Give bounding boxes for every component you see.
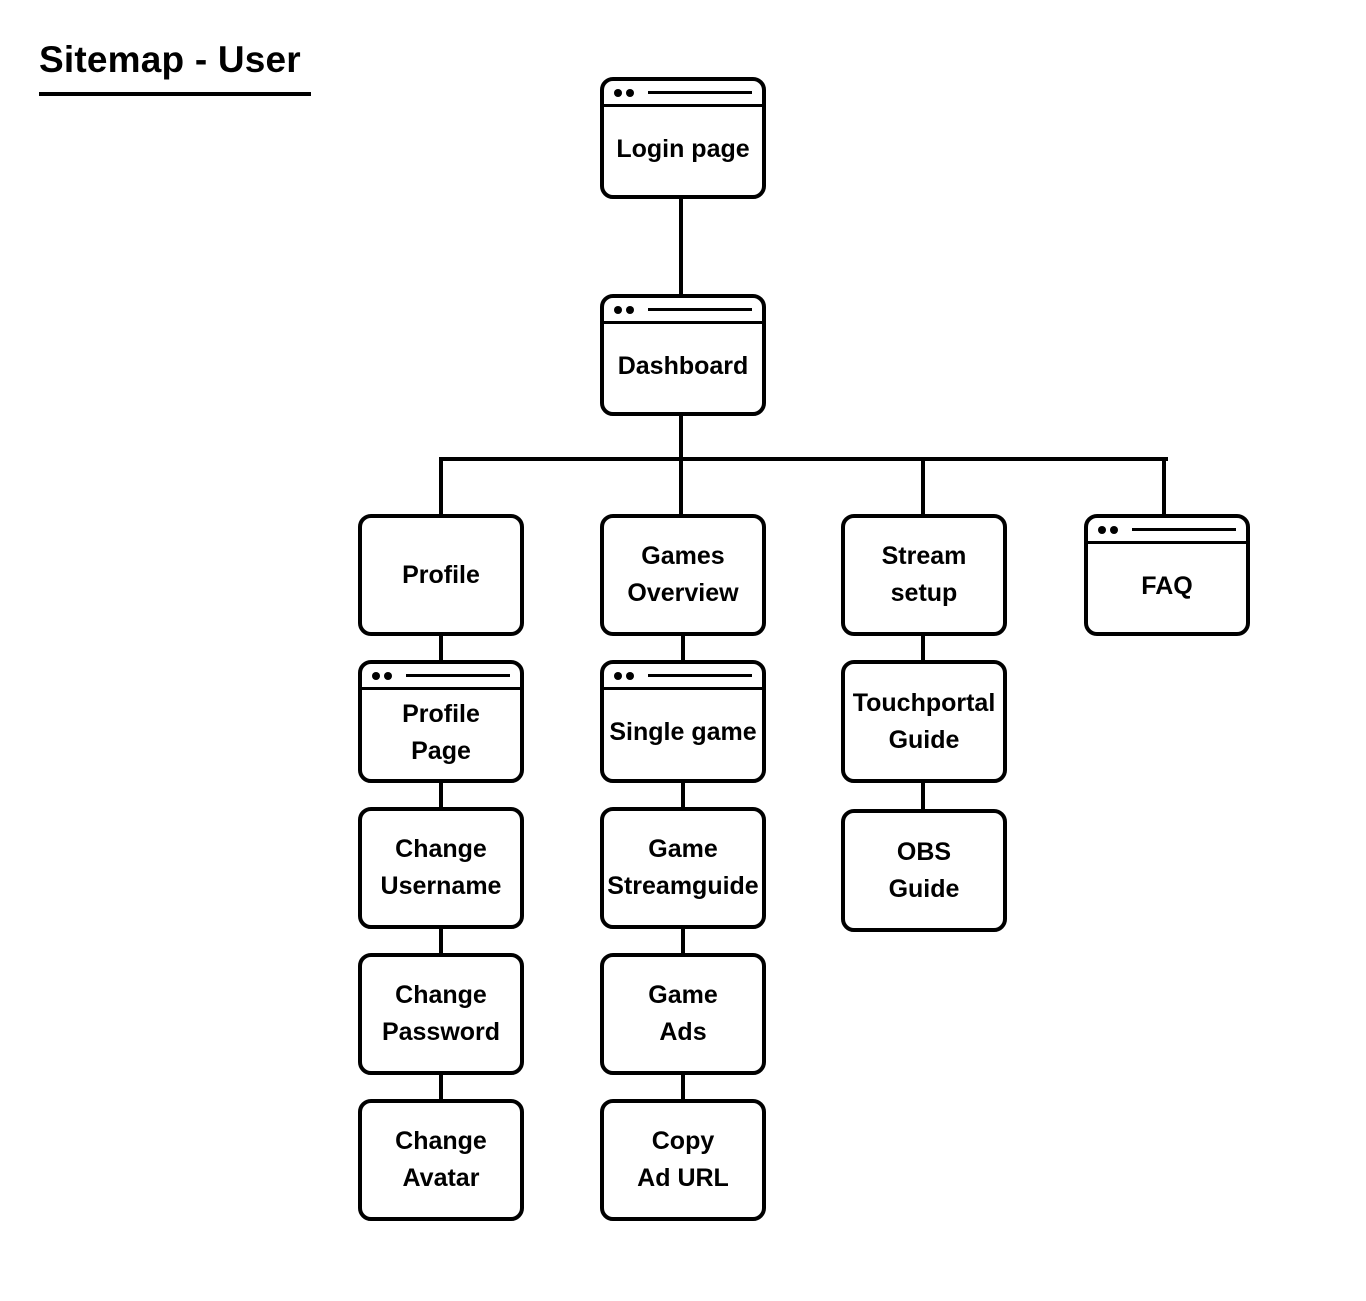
node-label: Profile: [402, 560, 480, 589]
browser-bar: [604, 298, 762, 324]
window-dot-icon: [1098, 526, 1106, 534]
page-title: Sitemap - User: [39, 39, 301, 80]
connector-profile-profile-page: [439, 633, 443, 663]
node-label: Login page: [616, 134, 750, 163]
browser-bar: [362, 664, 520, 690]
address-bar-line: [648, 674, 752, 677]
connector-change-password-change-avatar: [439, 1072, 443, 1102]
window-dot-icon: [614, 306, 622, 314]
connector-profile-page-change-username: [439, 780, 443, 810]
node-login-page: Login page: [600, 77, 766, 199]
window-dot-icon: [626, 672, 634, 680]
connector-stream-setup-touchportal-guide: [921, 633, 925, 663]
connector-touchportal-guide-obs-guide: [921, 780, 925, 812]
window-dot-icon: [614, 89, 622, 97]
node-single-game: Single game: [600, 660, 766, 783]
address-bar-line: [648, 308, 752, 311]
window-dot-icon: [626, 89, 634, 97]
window-dot-icon: [614, 672, 622, 680]
node-label: Dashboard: [617, 351, 749, 380]
node-profile: Profile: [358, 514, 524, 636]
connector-change-username-change-password: [439, 926, 443, 956]
connector-games-overview-single-game: [681, 633, 685, 663]
browser-bar: [604, 664, 762, 690]
node-faq: FAQ: [1084, 514, 1250, 636]
connector-bus-profile: [439, 457, 443, 517]
browser-bar: [1088, 518, 1246, 544]
window-dot-icon: [384, 672, 392, 680]
window-dot-icon: [626, 306, 634, 314]
window-dot-icon: [372, 672, 380, 680]
address-bar-line: [406, 674, 510, 677]
connector-dashboard-bus: [679, 413, 683, 461]
address-bar-line: [1132, 528, 1236, 531]
connector-bus-faq: [1162, 457, 1166, 517]
connector-single-game-game-streamguide: [681, 780, 685, 810]
connector-login-dashboard: [679, 196, 683, 296]
title-underline: [39, 92, 311, 96]
node-label: Single game: [609, 718, 757, 746]
connector-game-ads-copy-ad-url: [681, 1072, 685, 1102]
node-dashboard: Dashboard: [600, 294, 766, 416]
browser-bar: [604, 81, 762, 107]
connector-game-streamguide-game-ads: [681, 926, 685, 956]
address-bar-line: [648, 91, 752, 94]
connector-bus-games-overview: [679, 457, 683, 517]
connector-bus-stream-setup: [921, 457, 925, 517]
connector-horizontal-bus: [439, 457, 1168, 461]
window-dot-icon: [1110, 526, 1118, 534]
node-label: FAQ: [1141, 571, 1193, 600]
